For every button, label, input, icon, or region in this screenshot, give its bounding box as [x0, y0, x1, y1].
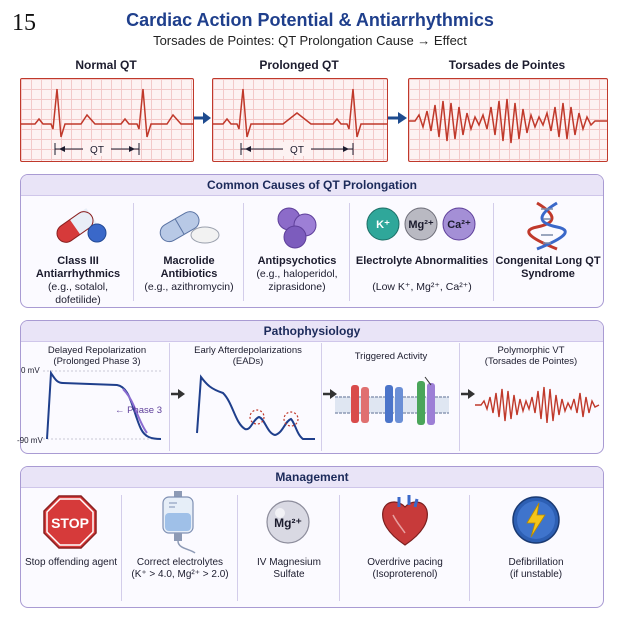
- patho-section: Pathophysiology Delayed Repolarization (…: [17, 320, 604, 454]
- mgmt-title-stop: Stop offending agent: [24, 557, 118, 568]
- heart-icon: [382, 495, 428, 546]
- arrow-patho-3: [461, 389, 475, 399]
- divider: [459, 343, 460, 451]
- mgmt-title-pacing: Overdrive pacing: [367, 557, 443, 568]
- iv-bag-icon: [162, 491, 196, 554]
- axis-label-0mv: 0 mV: [21, 366, 40, 375]
- ecg-strip-normal: QT: [20, 78, 194, 162]
- ecg-trace-prolonged: QT: [213, 88, 387, 156]
- stop-sign-text: STOP: [51, 515, 89, 531]
- cause-title-congenital: Congenital Long QT Syndrome: [495, 255, 601, 280]
- polymorphic-vt-trace: [475, 386, 600, 424]
- divider: [349, 203, 350, 301]
- qt-label-prolonged: QT: [290, 145, 304, 156]
- cause-title-class3: Class III Antiarrhythmics: [35, 255, 121, 280]
- magnesium-icon: Mg²⁺: [266, 500, 310, 544]
- patho-detail-delayed: (Prolonged Phase 3): [53, 356, 141, 367]
- patho-detail-eads: (EADs): [232, 356, 264, 367]
- cause-title-electrolytes: Electrolyte Abnormalities: [355, 255, 489, 267]
- phase-3-label: ← Phase 3: [115, 405, 162, 416]
- qt-label-normal: QT: [90, 145, 104, 156]
- ecg-label-normal: Normal QT: [75, 58, 137, 72]
- cause-title-antipsychotics: Antipsychotics: [257, 255, 337, 267]
- eads-trace: [196, 374, 315, 440]
- cause-title-macrolide: Macrolide Antibiotics: [160, 255, 218, 280]
- ecg-trace-torsades: [409, 98, 607, 144]
- divider: [237, 495, 238, 601]
- management-section: Management STOP Stop offending agent Cor…: [20, 466, 604, 608]
- divider: [493, 203, 494, 301]
- action-potential-prolonged: [43, 369, 163, 440]
- mgmt-detail-magnesium: Sulfate: [273, 569, 305, 580]
- ecg-label-torsades: Torsades de Pointes: [448, 58, 566, 72]
- ecg-strip-torsades: [408, 78, 608, 162]
- ion-channel-membrane-icon: [335, 376, 449, 425]
- mgmt-detail-electrolytes: (K⁺ > 4.0, Mg²⁺ > 2.0): [131, 569, 229, 580]
- arrow-normal-to-prolonged: [194, 112, 211, 124]
- mgmt-detail-pacing: (Isoproterenol): [372, 569, 438, 580]
- ecg-strip-prolonged: QT: [212, 78, 388, 162]
- patho-title-polyvt: Polymorphic VT: [497, 345, 565, 356]
- defibrillation-lightning-icon: [512, 496, 560, 544]
- pill-capsule-icon: [56, 208, 107, 243]
- divider: [469, 495, 470, 601]
- purple-pills-icon: [277, 207, 317, 249]
- page-number: 15: [12, 10, 36, 36]
- divider: [133, 203, 134, 301]
- ecg-label-prolonged: Prolonged QT: [259, 58, 339, 72]
- patho-title-delayed: Delayed Repolarization: [47, 345, 147, 356]
- ion-mg-label: Mg²⁺: [408, 219, 434, 231]
- arrow-patho-2: [323, 389, 337, 399]
- ion-k-label: K⁺: [376, 219, 390, 231]
- management-header: Management: [21, 467, 603, 488]
- stop-sign-icon: STOP: [43, 495, 97, 549]
- dna-icon: [527, 201, 567, 251]
- divider: [243, 203, 244, 301]
- divider: [321, 343, 322, 451]
- cause-detail-electrolytes: (Low K⁺, Mg²⁺, Ca²⁺): [372, 281, 472, 293]
- mgmt-title-magnesium: IV Magnesium: [257, 557, 321, 568]
- mg-bubble-text: Mg²⁺: [274, 516, 302, 530]
- causes-section: Common Causes of QT Prolongation Class I…: [20, 174, 604, 308]
- patho-header: Pathophysiology: [21, 321, 603, 342]
- ion-ca-label: Ca²⁺: [447, 219, 471, 231]
- arrow-patho-1: [171, 389, 185, 399]
- patho-detail-polyvt: (Torsades de Pointes): [484, 356, 578, 367]
- ecg-trace-normal: QT: [21, 88, 193, 156]
- divider: [169, 343, 170, 451]
- page-title: Cardiac Action Potential & Antiarrhythmi…: [126, 10, 494, 30]
- causes-header: Common Causes of QT Prolongation: [21, 175, 603, 196]
- divider: [339, 495, 340, 601]
- cause-detail-macrolide: (e.g., azithromycin): [144, 281, 234, 293]
- cause-detail-antipsychotics: (e.g., haloperidol, ziprasidone): [256, 268, 338, 293]
- cause-detail-class3: (e.g., sotalol, dofetilide): [47, 281, 109, 306]
- tablets-icon: [159, 211, 220, 244]
- ion-bubbles-icon: K⁺ Mg²⁺ Ca²⁺: [366, 207, 476, 241]
- patho-title-eads: Early Afterdepolarizations: [194, 345, 302, 356]
- patho-title-triggered: Triggered Activity: [354, 351, 428, 362]
- page-subtitle: Torsades de Pointes: QT Prolongation Cau…: [153, 33, 467, 48]
- mgmt-title-defib: Defibrillation: [508, 557, 564, 568]
- axis-label-minus90mv: -90 mV: [17, 436, 43, 445]
- arrow-prolonged-to-torsades: [388, 112, 407, 124]
- divider: [121, 495, 122, 601]
- mgmt-title-electrolytes: Correct electrolytes: [136, 557, 224, 568]
- mgmt-detail-defib: (if unstable): [509, 569, 563, 580]
